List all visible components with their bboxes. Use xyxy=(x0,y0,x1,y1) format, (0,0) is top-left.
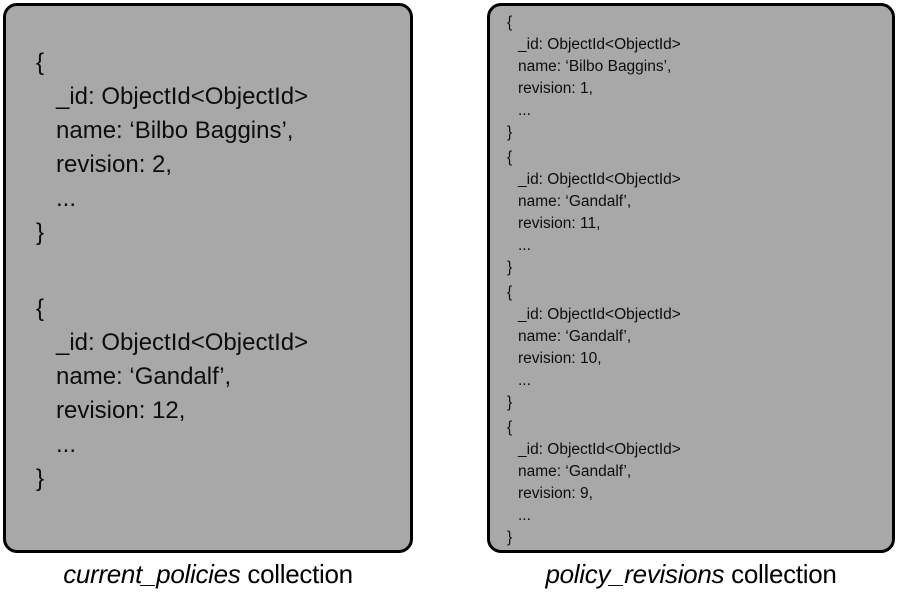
doc-line-open-brace: { xyxy=(36,49,45,76)
collection-box-policy-revisions: { _id: ObjectId<ObjectId> name: ‘Bilbo B… xyxy=(487,3,895,553)
document: { _id: ObjectId<ObjectId> name: ‘Bilbo B… xyxy=(36,46,402,250)
doc-line-close-brace: } xyxy=(507,259,513,276)
doc-line-name: name: ‘Gandalf’, xyxy=(518,328,632,345)
doc-line-name: name: ‘Bilbo Baggins’, xyxy=(56,117,294,144)
doc-line-close-brace: } xyxy=(507,394,513,411)
doc-line-close-brace: } xyxy=(507,529,513,546)
caption-policy-revisions: policy_revisions collection xyxy=(487,559,895,590)
doc-line-ellipsis: ... xyxy=(56,185,77,212)
doc-line-close-brace: } xyxy=(36,465,45,492)
doc-line-id: _id: ObjectId<ObjectId> xyxy=(56,329,309,356)
doc-line-id: _id: ObjectId<ObjectId> xyxy=(518,441,681,458)
doc-line-id: _id: ObjectId<ObjectId> xyxy=(56,83,309,110)
doc-line-open-brace: { xyxy=(507,419,513,436)
doc-line-open-brace: { xyxy=(507,14,513,31)
doc-line-revision: revision: 11, xyxy=(518,215,601,232)
doc-line-ellipsis: ... xyxy=(56,431,77,458)
doc-line-revision: revision: 10, xyxy=(518,350,602,367)
doc-line-close-brace: } xyxy=(36,219,45,246)
doc-line-revision: revision: 1, xyxy=(518,80,593,97)
collection-name-label: policy_revisions xyxy=(545,559,725,589)
doc-line-id: _id: ObjectId<ObjectId> xyxy=(518,36,681,53)
doc-line-revision: revision: 2, xyxy=(56,151,173,178)
doc-line-id: _id: ObjectId<ObjectId> xyxy=(518,171,681,188)
caption-suffix: collection xyxy=(724,559,837,589)
doc-line-name: name: ‘Gandalf’, xyxy=(518,193,632,210)
doc-line-close-brace: } xyxy=(507,124,513,141)
doc-line-open-brace: { xyxy=(507,149,513,166)
doc-line-ellipsis: ... xyxy=(518,102,531,119)
document: { _id: ObjectId<ObjectId> name: ‘Gandalf… xyxy=(36,292,402,496)
doc-line-ellipsis: ... xyxy=(518,507,531,524)
doc-line-id: _id: ObjectId<ObjectId> xyxy=(518,306,681,323)
doc-line-ellipsis: ... xyxy=(518,237,531,254)
doc-line-revision: revision: 12, xyxy=(56,397,186,424)
document: { _id: ObjectId<ObjectId> name: ‘Gandalf… xyxy=(507,417,884,549)
collection-box-current-policies: { _id: ObjectId<ObjectId> name: ‘Bilbo B… xyxy=(3,3,413,553)
document: { _id: ObjectId<ObjectId> name: ‘Bilbo B… xyxy=(507,12,884,144)
doc-line-open-brace: { xyxy=(507,284,513,301)
caption-suffix: collection xyxy=(240,559,353,589)
document: { _id: ObjectId<ObjectId> name: ‘Gandalf… xyxy=(507,147,884,279)
doc-line-name: name: ‘Gandalf’, xyxy=(518,463,632,480)
document: { _id: ObjectId<ObjectId> name: ‘Gandalf… xyxy=(507,282,884,414)
doc-line-ellipsis: ... xyxy=(518,372,531,389)
doc-line-name: name: ‘Bilbo Baggins’, xyxy=(518,58,672,75)
caption-current-policies: current_policies collection xyxy=(3,559,413,590)
doc-line-revision: revision: 9, xyxy=(518,485,593,502)
collection-name-label: current_policies xyxy=(63,559,241,589)
doc-line-open-brace: { xyxy=(36,295,45,322)
doc-line-name: name: ‘Gandalf’, xyxy=(56,363,232,390)
